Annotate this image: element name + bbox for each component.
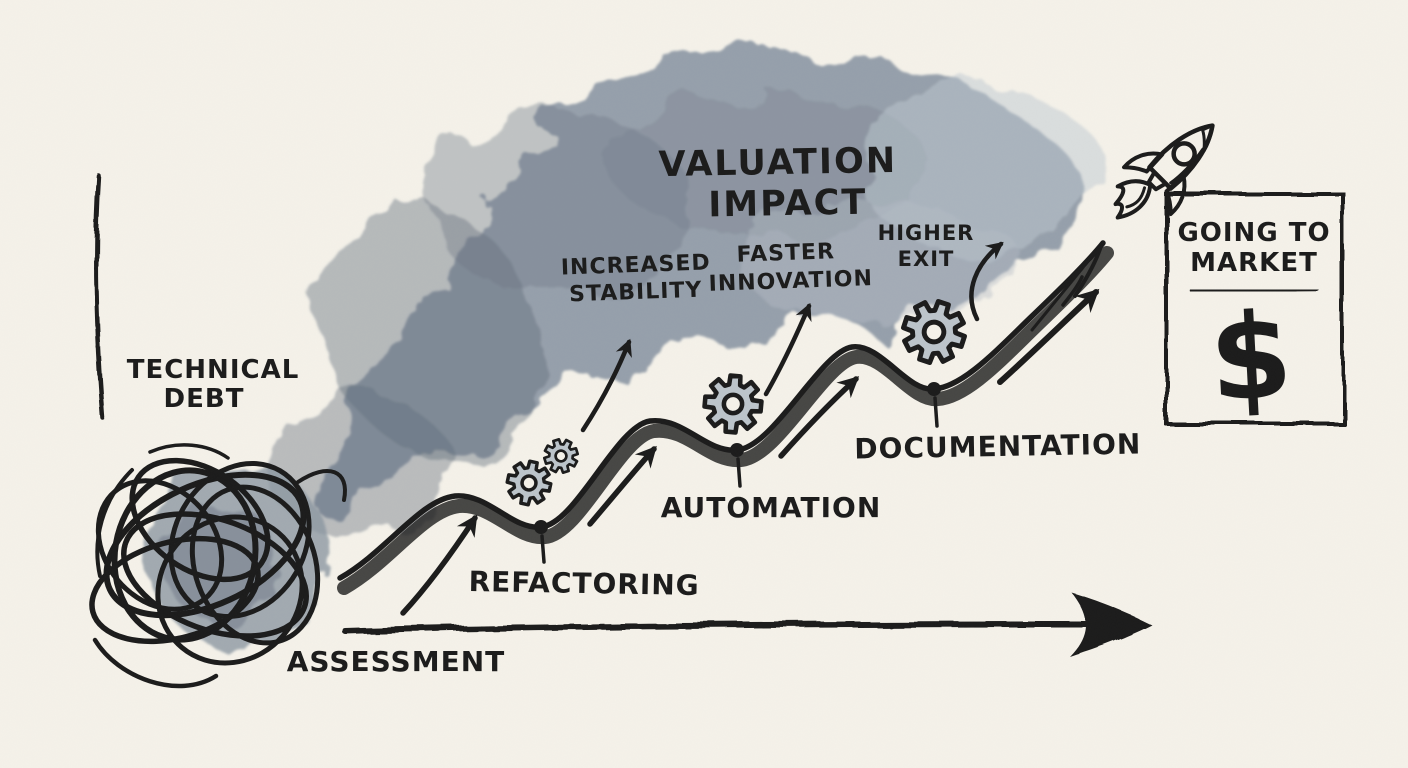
sketch-canvas: GOING TO MARKET $ VALUATION IMPACT TECHN… [0,0,1408,768]
technical-debt-diagram: GOING TO MARKET $ VALUATION IMPACT TECHN… [0,0,1408,768]
paper-grain [0,0,1408,768]
